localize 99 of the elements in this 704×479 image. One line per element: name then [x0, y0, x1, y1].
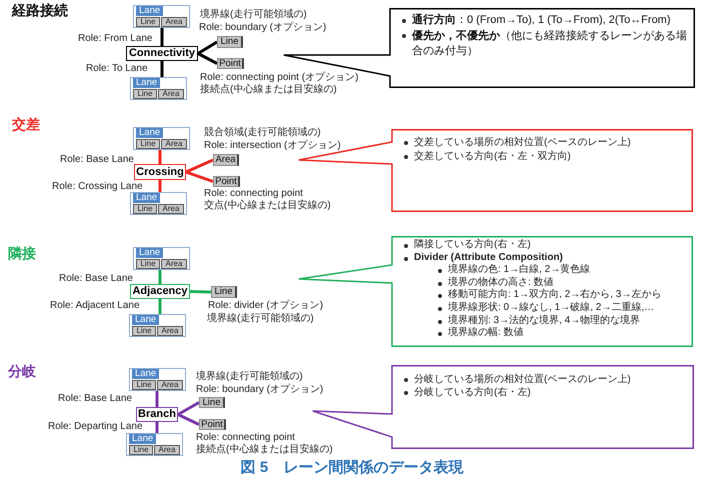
role-text: 接続点(中心線または目安線の)	[200, 84, 337, 96]
element-box: Line	[211, 286, 237, 298]
lane-box	[129, 314, 186, 337]
section-heading: 経路接続	[12, 1, 68, 19]
lane-box	[133, 127, 190, 150]
element-tag: Area	[161, 17, 187, 27]
lane-box	[133, 5, 190, 28]
element-tag: Line	[132, 326, 156, 336]
lane-box	[133, 247, 190, 270]
bullet-text: 境界の物体の高さ: 数値	[435, 276, 687, 290]
bullet-text: Divider (Attribute Composition)	[401, 252, 687, 264]
element-box: Area	[213, 154, 239, 166]
element-tag: Line	[136, 259, 160, 269]
element-tag: Area	[157, 326, 183, 336]
bullet-text: 交差している場所の相対位置(ベースのレーン上)	[401, 136, 687, 150]
connector-line	[185, 158, 214, 174]
role-text: Role: connecting point (オプション)	[200, 72, 358, 84]
role-text: Role: connecting point	[204, 188, 303, 200]
element-tag: Area	[157, 380, 183, 390]
relation-box: Connectivity	[126, 46, 198, 61]
role-label: Role: Adjacent Lane	[50, 300, 140, 312]
bullet-text: 境界線の幅: 数値	[435, 327, 687, 340]
element-tag: Line	[132, 380, 156, 390]
role-label: Role: Departing Lane	[48, 421, 143, 433]
role-text: Role: divider (オプション)	[208, 300, 324, 312]
lane-box	[130, 77, 187, 100]
element-box: Point	[199, 419, 226, 430]
bullet-text: 優先か，不優先か（他にも経路接続するレーンがある場合のみ付与）	[399, 28, 689, 60]
lane-box	[129, 368, 186, 391]
bullet-text: 境界線形状: 0→線なし, 1→破線, 2→二重線,…	[435, 302, 687, 315]
bullet-text: 交差している方向(右・左・双方向)	[401, 150, 687, 164]
element-box: Point	[213, 176, 240, 187]
role-label: Role: Base Lane	[59, 273, 133, 285]
element-tag: Area	[161, 139, 187, 149]
role-label: Role: To Lane	[86, 63, 148, 75]
element-tag: Line	[129, 445, 153, 455]
element-tag: Line	[136, 139, 160, 149]
element-tag: Line	[136, 17, 160, 27]
lane-label: Lane	[136, 248, 164, 258]
role-text: 境界線(走行可能領域の)	[196, 371, 303, 383]
lane-label: Lane	[136, 128, 164, 138]
role-text: Role: boundary (オプション)	[199, 22, 326, 34]
connector-line	[158, 299, 162, 314]
section-heading: 分岐	[8, 362, 36, 380]
relation-box: Adjacency	[130, 284, 190, 299]
lane-label: Lane	[136, 6, 164, 16]
connector-line	[158, 270, 162, 284]
lane-box	[126, 433, 183, 456]
role-text: Role: boundary (オプション)	[196, 384, 324, 396]
connector-line	[160, 61, 164, 77]
role-label: Role: From Lane	[78, 33, 152, 45]
connector-line	[156, 391, 158, 407]
connector-line	[197, 52, 218, 65]
role-text: 接続点(中心線または目安線の)	[196, 444, 333, 456]
connector-line	[156, 422, 158, 433]
bullet-text: 境界線の色: 1→白線, 2→黄色線	[435, 264, 687, 277]
role-text: Role: connecting point	[196, 432, 295, 444]
element-box: Line	[217, 36, 243, 48]
connector-line	[177, 401, 200, 416]
bullet-text: 隣接している方向(右・左)	[401, 239, 687, 252]
role-label: Role: Base Lane	[60, 154, 134, 166]
element-tag: Area	[158, 204, 184, 214]
element-box: Line	[199, 397, 225, 408]
section-heading: 隣接	[8, 244, 36, 262]
element-tag: Line	[133, 89, 157, 99]
lane-label: Lane	[133, 78, 160, 88]
element-tag: Line	[133, 204, 157, 214]
role-text: 境界線(走行可能領域の)	[207, 313, 314, 325]
lane-label: Lane	[129, 434, 156, 444]
element-tag: Area	[158, 89, 184, 99]
section-heading: 交差	[12, 115, 40, 133]
bullet-text: 移動可能方向: 1→双方向, 2→右から, 3→左から	[435, 289, 687, 302]
element-tag: Area	[161, 259, 187, 269]
connector-line	[177, 413, 200, 426]
bullet-text: 分岐している方向(右・左)	[401, 386, 688, 399]
figure-caption: 図 5 レーン間関係のデータ表現	[240, 458, 464, 477]
connector-line	[160, 28, 164, 46]
lane-box	[130, 192, 187, 215]
connector-line	[186, 170, 214, 183]
role-text: 境界線(走行可能領域の)	[200, 9, 307, 21]
connector-line	[158, 150, 162, 164]
relation-box: Crossing	[134, 164, 186, 180]
element-box: Point	[217, 58, 244, 69]
bullet-text: 分岐している場所の相対位置(ベースのレーン上)	[401, 373, 688, 386]
role-text: 交点(中心線または目安線の)	[204, 200, 331, 212]
element-tag: Area	[154, 445, 180, 455]
connector-line	[190, 290, 212, 294]
bullet-text: 通行方向：0 (From→To), 1 (To→From), 2(To↔From)	[399, 13, 689, 28]
role-label: Role: Base Lane	[58, 393, 132, 405]
lane-label: Lane	[132, 369, 160, 379]
connector-line	[158, 180, 162, 192]
bullet-text: 境界種別: 3→法的な境界, 4→物理的な境界	[435, 314, 687, 328]
relation-box: Branch	[136, 407, 178, 422]
role-text: Role: intersection (オプション)	[204, 140, 341, 152]
lane-label: Lane	[132, 315, 160, 325]
lane-label: Lane	[133, 193, 160, 203]
role-text: 競合領域(走行可能領域の)	[204, 127, 321, 139]
connector-line	[197, 40, 218, 55]
role-label: Role: Crossing Lane	[52, 181, 143, 193]
